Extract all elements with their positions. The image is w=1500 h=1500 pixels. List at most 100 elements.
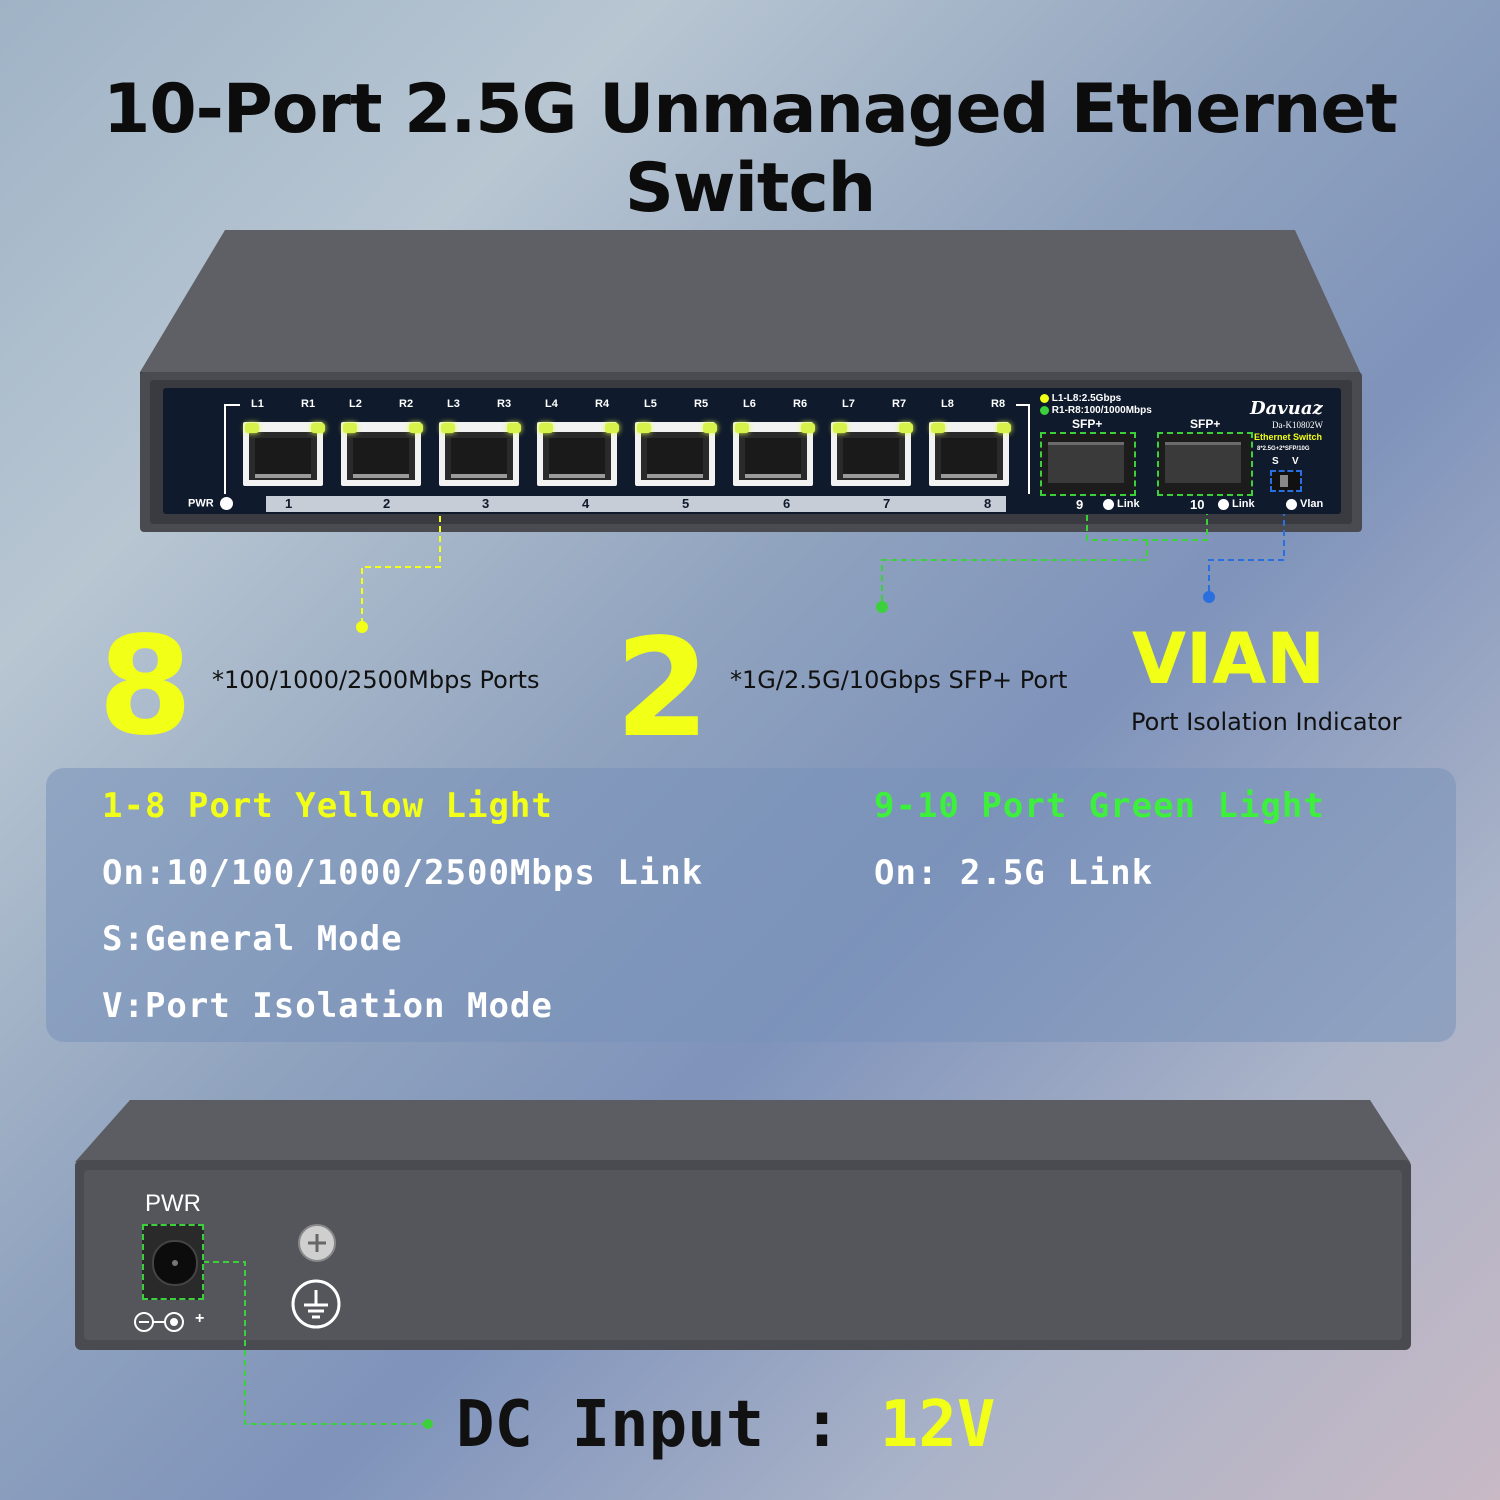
port-number-4: 4 — [582, 496, 590, 511]
port-number-8: 8 — [984, 496, 992, 511]
green-light-on: On: 2.5G Link — [874, 853, 1154, 893]
led-l4 — [539, 423, 553, 433]
dc-input-label: DC Input : — [456, 1388, 842, 1462]
led-l6 — [735, 423, 749, 433]
port-label-l8: L8 — [941, 398, 954, 410]
sfp-link-9-dot — [1103, 498, 1114, 510]
rj45-port-4 — [537, 422, 617, 486]
led-l7 — [833, 423, 847, 433]
sfp-port-10 — [1157, 432, 1253, 496]
legend-l-dot — [1040, 393, 1049, 403]
mode-toggle-knob — [1280, 475, 1288, 487]
switch-v-label: V — [1292, 456, 1299, 467]
sfp-number-9: 9 — [1076, 497, 1084, 512]
legend-r-text: R1-R8:100/1000Mbps — [1051, 405, 1152, 416]
green-light-heading: 9-10 Port Green Light — [874, 786, 1325, 826]
port-label-r7: R7 — [892, 398, 907, 410]
port-number-2: 2 — [383, 496, 391, 511]
pwr-led-indicator: PWR — [188, 497, 236, 510]
port-number-strip — [266, 496, 1006, 512]
legend-r-dot — [1040, 405, 1049, 415]
pwr-led-label: PWR — [188, 497, 214, 510]
port-label-l7: L7 — [842, 398, 855, 410]
mode-toggle-switch[interactable] — [1270, 470, 1302, 492]
sfp-link-10: Link — [1218, 498, 1255, 510]
rj45-count: 8 — [98, 608, 193, 766]
led-l5 — [637, 423, 651, 433]
legend-l: L1-L8:2.5Gbps — [1040, 393, 1121, 404]
switch-s-label: S — [1272, 456, 1279, 467]
sfp-link-9-text: Link — [1117, 498, 1140, 510]
sfp-number-10: 10 — [1190, 497, 1205, 512]
port-bracket-top-right — [1016, 404, 1030, 406]
page-title: 10-Port 2.5G Unmanaged Ethernet Switch — [103, 70, 1398, 228]
sfp-port-9 — [1040, 432, 1136, 496]
port-label-r1: R1 — [301, 398, 316, 410]
back-pwr-label: PWR — [145, 1190, 201, 1217]
led-l2 — [343, 423, 357, 433]
rj45-port-2 — [341, 422, 421, 486]
sfp-label-10: SFP+ — [1190, 417, 1221, 431]
led-l1 — [245, 423, 259, 433]
led-r1 — [311, 423, 325, 433]
led-r7 — [899, 423, 913, 433]
rj45-port-6 — [733, 422, 813, 486]
sfp-link-9: Link — [1103, 498, 1140, 510]
rj45-description: *100/1000/2500Mbps Ports — [212, 666, 540, 694]
product-name: Ethernet Switch — [1254, 432, 1323, 442]
port-bracket-top-left — [224, 404, 240, 406]
legend-r: R1-R8:100/1000Mbps — [1040, 405, 1152, 416]
led-r6 — [801, 423, 815, 433]
s-mode-text: S:General Mode — [102, 919, 403, 959]
sfp-link-10-text: Link — [1232, 498, 1255, 510]
vlan-led-dot — [1286, 498, 1297, 510]
port-number-3: 3 — [482, 496, 490, 511]
vlan-title: VIAN — [1132, 618, 1325, 700]
led-r8 — [997, 423, 1011, 433]
rj45-port-3 — [439, 422, 519, 486]
led-r2 — [409, 423, 423, 433]
dc-input-value: 12V — [879, 1388, 996, 1462]
dc-jack-hole — [152, 1240, 198, 1286]
polarity-icon — [134, 1312, 184, 1332]
led-l8 — [931, 423, 945, 433]
port-label-r5: R5 — [694, 398, 709, 410]
dc-jack-pin — [172, 1260, 178, 1266]
sfp-description: *1G/2.5G/10Gbps SFP+ Port — [730, 666, 1068, 694]
sfp-label-9: SFP+ — [1072, 417, 1103, 431]
port-label-r3: R3 — [497, 398, 512, 410]
port-label-l3: L3 — [447, 398, 460, 410]
yellow-light-on: On:10/100/1000/2500Mbps Link — [102, 853, 704, 893]
port-label-r4: R4 — [595, 398, 610, 410]
port-label-r2: R2 — [399, 398, 414, 410]
pwr-led-dot — [219, 497, 233, 510]
ground-screw-icon — [298, 1224, 336, 1262]
port-bracket-left — [224, 404, 226, 494]
dc-power-jack[interactable] — [142, 1224, 204, 1300]
port-label-l1: L1 — [251, 398, 264, 410]
sfp-link-10-dot — [1218, 498, 1229, 510]
led-r4 — [605, 423, 619, 433]
port-label-r8: R8 — [991, 398, 1006, 410]
ground-symbol-icon — [291, 1279, 341, 1329]
brand-logo: Davuaz — [1250, 398, 1323, 419]
port-label-r6: R6 — [793, 398, 808, 410]
dc-input-text: DC Input : 12V — [456, 1388, 995, 1462]
vlan-description: Port Isolation Indicator — [1131, 708, 1402, 736]
sfp-count: 2 — [615, 610, 710, 768]
led-r5 — [703, 423, 717, 433]
v-mode-text: V:Port Isolation Mode — [102, 986, 553, 1026]
product-spec: 8*2.5G+2*SFP/10G — [1257, 446, 1310, 452]
legend-l-text: L1-L8:2.5Gbps — [1051, 393, 1122, 404]
port-number-1: 1 — [285, 496, 293, 511]
led-info-box — [46, 768, 1456, 1042]
led-r3 — [507, 423, 521, 433]
vlan-led-text: Vlan — [1300, 498, 1324, 510]
port-number-7: 7 — [883, 496, 891, 511]
port-label-l2: L2 — [349, 398, 362, 410]
yellow-light-heading: 1-8 Port Yellow Light — [102, 786, 553, 826]
port-number-6: 6 — [783, 496, 791, 511]
polarity-plus: + — [195, 1310, 205, 1327]
port-label-l5: L5 — [644, 398, 657, 410]
vlan-led: Vlan — [1286, 498, 1323, 510]
